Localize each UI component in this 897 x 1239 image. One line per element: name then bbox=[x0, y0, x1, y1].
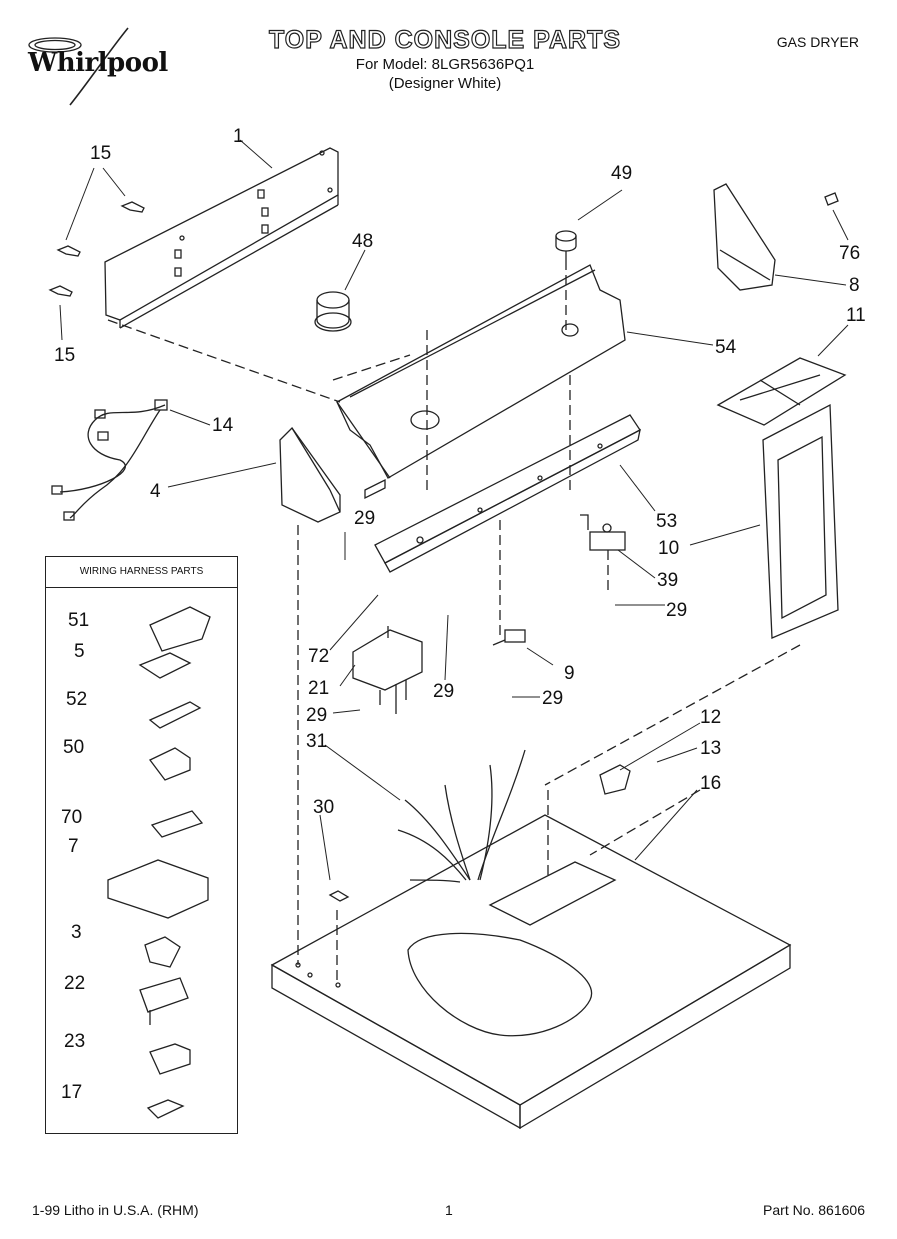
footer-part-number: Part No. 861606 bbox=[763, 1202, 865, 1218]
callout-13: 13 bbox=[700, 738, 722, 759]
wiring-harness-title: WIRING HARNESS PARTS bbox=[46, 557, 237, 588]
callout-12: 12 bbox=[700, 707, 722, 728]
callout-16: 16 bbox=[700, 773, 722, 794]
callout-15-bottom: 15 bbox=[54, 345, 76, 366]
wiring-item-3: 3 bbox=[71, 922, 82, 943]
wiring-item-52: 52 bbox=[66, 689, 88, 710]
callout-39: 39 bbox=[657, 570, 679, 591]
part-30-part bbox=[328, 890, 350, 902]
part-9-part bbox=[492, 629, 526, 646]
wiring-item-70: 70 bbox=[61, 807, 83, 828]
footer-litho: 1-99 Litho in U.S.A. (RHM) bbox=[32, 1202, 199, 1218]
dashed-guide-lines bbox=[107, 260, 801, 985]
wiring-item-50: 50 bbox=[63, 737, 85, 758]
callout-15-top: 15 bbox=[90, 143, 112, 164]
callout-leaders bbox=[59, 139, 849, 881]
callout-4: 4 bbox=[150, 481, 161, 502]
callout-29-a: 29 bbox=[354, 508, 376, 529]
callout-14: 14 bbox=[212, 415, 234, 436]
brand-logo-text: Whirlpool bbox=[28, 48, 168, 78]
wiring-item-7: 7 bbox=[68, 836, 79, 857]
part-48-knob bbox=[314, 291, 352, 332]
callout-8: 8 bbox=[849, 275, 860, 296]
wiring-harness-box: WIRING HARNESS PARTS 51 5 52 50 70 7 3 2… bbox=[45, 556, 238, 1134]
callout-76: 76 bbox=[839, 243, 861, 264]
part-14-harness bbox=[51, 399, 168, 521]
whirlpool-logo-swirl bbox=[28, 27, 129, 106]
part-31-harness bbox=[397, 749, 526, 883]
callout-31: 31 bbox=[306, 731, 328, 752]
callout-29-c: 29 bbox=[433, 681, 455, 702]
part-54-console bbox=[336, 264, 626, 500]
page-title: TOP AND CONSOLE PARTS bbox=[268, 25, 622, 54]
part-1-back-panel bbox=[104, 147, 339, 329]
part-15-screws bbox=[48, 201, 145, 297]
part-21-timer bbox=[352, 626, 423, 714]
callout-1: 1 bbox=[233, 126, 244, 147]
callout-29-d: 29 bbox=[542, 688, 564, 709]
callout-72: 72 bbox=[308, 646, 330, 667]
callout-9: 9 bbox=[564, 663, 575, 684]
wiring-item-23: 23 bbox=[64, 1031, 86, 1052]
dryer-top-panel bbox=[270, 814, 792, 1130]
callout-54: 54 bbox=[715, 337, 737, 358]
part-12-part bbox=[599, 764, 631, 795]
part-53-bracket bbox=[374, 414, 641, 573]
callout-29-e: 29 bbox=[306, 705, 328, 726]
wiring-item-17: 17 bbox=[61, 1082, 83, 1103]
callout-29-b: 29 bbox=[666, 600, 688, 621]
footer-page-number: 1 bbox=[445, 1202, 453, 1218]
wiring-item-22: 22 bbox=[64, 973, 86, 994]
page-header: TOP AND CONSOLE PARTS For Model: 8LGR563… bbox=[150, 25, 740, 93]
callout-49: 49 bbox=[611, 163, 633, 184]
callout-30: 30 bbox=[313, 797, 335, 818]
part-39-part bbox=[580, 514, 626, 551]
part-49-knob bbox=[555, 230, 577, 260]
callout-11: 11 bbox=[846, 305, 866, 326]
callout-48: 48 bbox=[352, 231, 374, 252]
wiring-harness-sketches bbox=[107, 606, 211, 1119]
part-4-endcap bbox=[279, 426, 341, 523]
callout-21: 21 bbox=[308, 678, 330, 699]
model-note: (Designer White) bbox=[388, 75, 502, 92]
part-11-cover bbox=[716, 357, 847, 426]
product-type: GAS DRYER bbox=[776, 34, 859, 50]
part-10-frame bbox=[762, 403, 839, 639]
wiring-item-51: 51 bbox=[68, 610, 90, 631]
wiring-item-5: 5 bbox=[74, 641, 85, 662]
part-8-bracket bbox=[713, 183, 839, 291]
callout-53: 53 bbox=[656, 511, 678, 532]
callout-10: 10 bbox=[658, 538, 680, 559]
model-line: For Model: 8LGR5636PQ1 bbox=[355, 56, 535, 73]
